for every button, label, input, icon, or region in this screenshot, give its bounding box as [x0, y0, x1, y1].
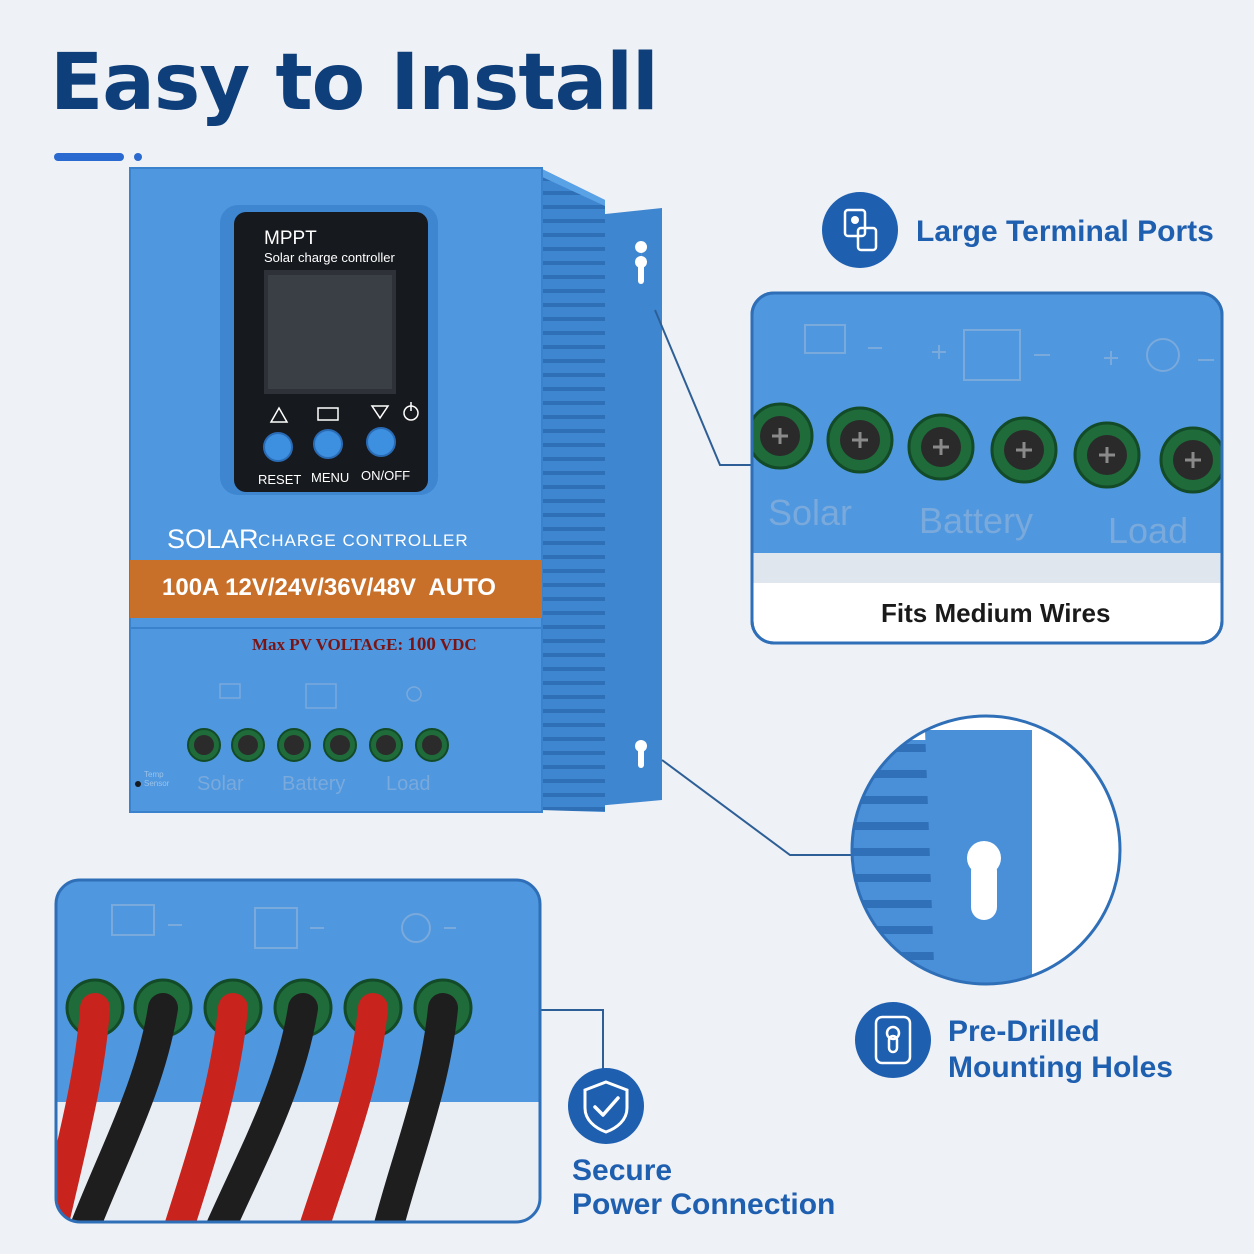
- max-pv-prefix: Max PV VOLTAGE:: [252, 635, 404, 654]
- device-terminal-load: Load: [386, 773, 431, 795]
- closeup-terminal-load: Load: [1108, 510, 1189, 551]
- shield-check-icon: [568, 1068, 644, 1144]
- temp-sensor-label: Temp Sensor: [144, 770, 170, 788]
- screen-title: MPPT: [264, 228, 317, 249]
- max-pv-value: 100: [407, 634, 436, 655]
- feature-secure-line2: Power Connection: [572, 1188, 836, 1221]
- page-title: Easy to Install: [50, 38, 659, 128]
- closeup-terminal-battery: Battery: [919, 500, 1034, 541]
- spec-band: 100A 12V/24V/36V/48V AUTO: [162, 574, 496, 601]
- wires-closeup: [54, 878, 542, 1224]
- mounting-hole-icon: [855, 1002, 931, 1078]
- feature-mounting-line1: Pre-Drilled: [948, 1015, 1100, 1048]
- terminal-closeup: [750, 291, 1224, 645]
- feature-secure-connection: Secure Power Connection: [572, 1154, 835, 1222]
- menu-button-label: MENU: [311, 470, 350, 485]
- mounting-closeup: [850, 714, 1122, 986]
- closeup-terminal-solar: Solar: [768, 492, 853, 533]
- feature-secure-line1: Secure: [572, 1154, 673, 1187]
- title-underline: [54, 153, 124, 161]
- screen-subtitle: Solar charge controller: [264, 250, 395, 265]
- max-pv-unit: VDC: [439, 635, 477, 654]
- reset-button-label: RESET: [258, 472, 302, 487]
- device-terminal-battery: Battery: [282, 773, 346, 795]
- fits-medium-wires-label: Fits Medium Wires: [881, 598, 1111, 628]
- feature-mounting-holes: Pre-Drilled Mounting Holes: [948, 1014, 1173, 1086]
- device-label-charge-controller: CHARGE CONTROLLER: [258, 531, 469, 550]
- feature-terminal-ports: Large Terminal Ports: [916, 215, 1214, 248]
- device-terminal-solar: Solar: [197, 773, 244, 795]
- charge-controller-device: [129, 167, 662, 813]
- max-pv-voltage: Max PV VOLTAGE: 100 VDC: [252, 634, 477, 656]
- terminal-port-icon: [822, 192, 898, 268]
- onoff-button-label: ON/OFF: [361, 468, 411, 483]
- feature-mounting-line2: Mounting Holes: [948, 1051, 1173, 1084]
- device-label-solar: SOLAR: [167, 524, 259, 554]
